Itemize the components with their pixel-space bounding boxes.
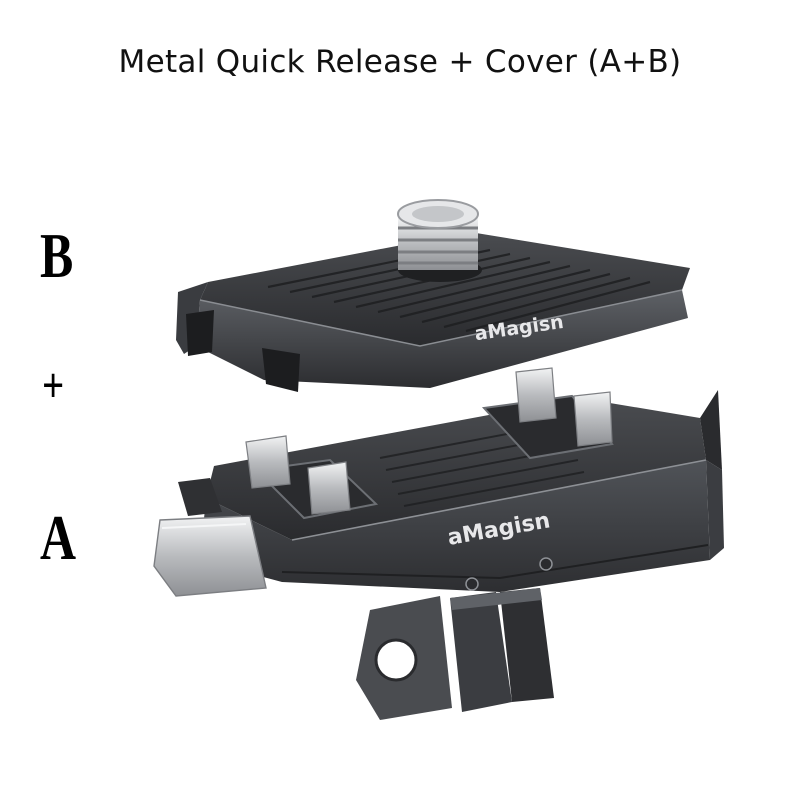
part-label-b: B <box>40 220 74 291</box>
gopro-fingers <box>356 588 554 720</box>
plus-label: + <box>42 357 65 413</box>
quick-release-mount-a: aMagisn <box>153 367 724 720</box>
part-label-a: A <box>40 502 77 573</box>
release-button <box>153 478 267 597</box>
cover-plate-b: aMagisn <box>176 199 690 392</box>
mounting-screw <box>397 199 482 282</box>
page-title: Metal Quick Release + Cover (A+B) <box>118 44 682 80</box>
locking-pins <box>245 367 613 515</box>
